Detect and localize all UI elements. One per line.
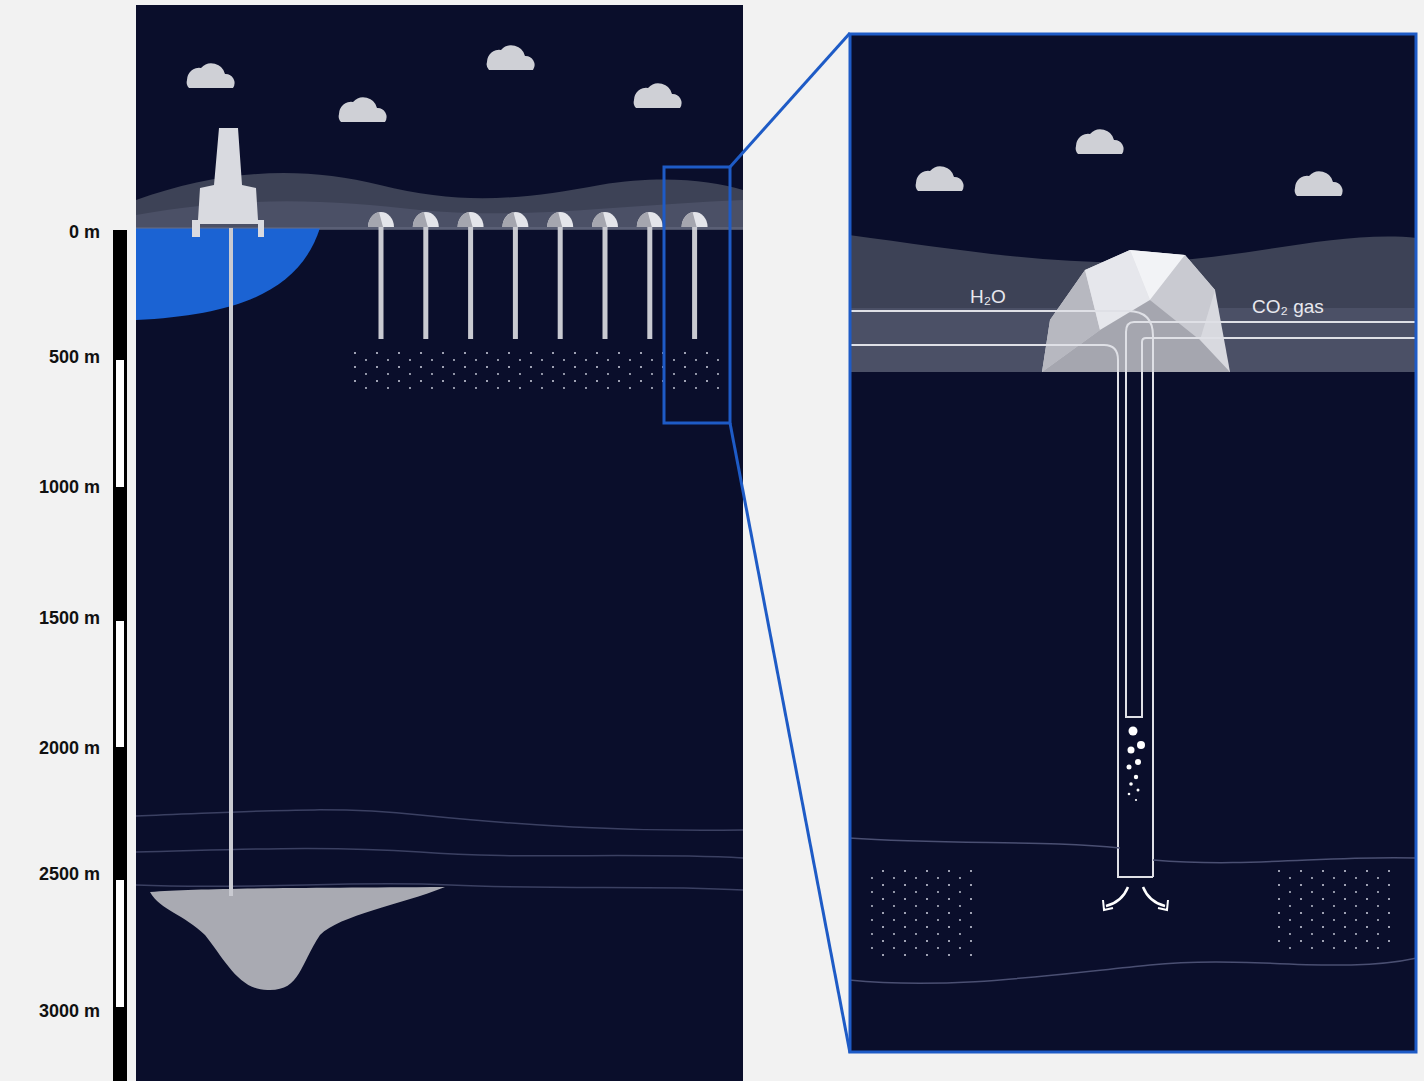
inset-detail bbox=[849, 33, 1417, 1053]
depth-label: 500 m bbox=[49, 347, 100, 368]
depth-label: 2500 m bbox=[39, 864, 100, 885]
flow-label: H₂O bbox=[970, 286, 1006, 308]
depth-label: 3000 m bbox=[39, 1001, 100, 1022]
depth-label: 1000 m bbox=[39, 477, 100, 498]
depth-label: 0 m bbox=[69, 222, 100, 243]
depth-label: 1500 m bbox=[39, 608, 100, 629]
flow-label: CO₂ gas bbox=[1252, 296, 1324, 318]
scale-bar bbox=[113, 230, 127, 1081]
cross-section bbox=[136, 5, 743, 1081]
depth-label: 2000 m bbox=[39, 738, 100, 759]
